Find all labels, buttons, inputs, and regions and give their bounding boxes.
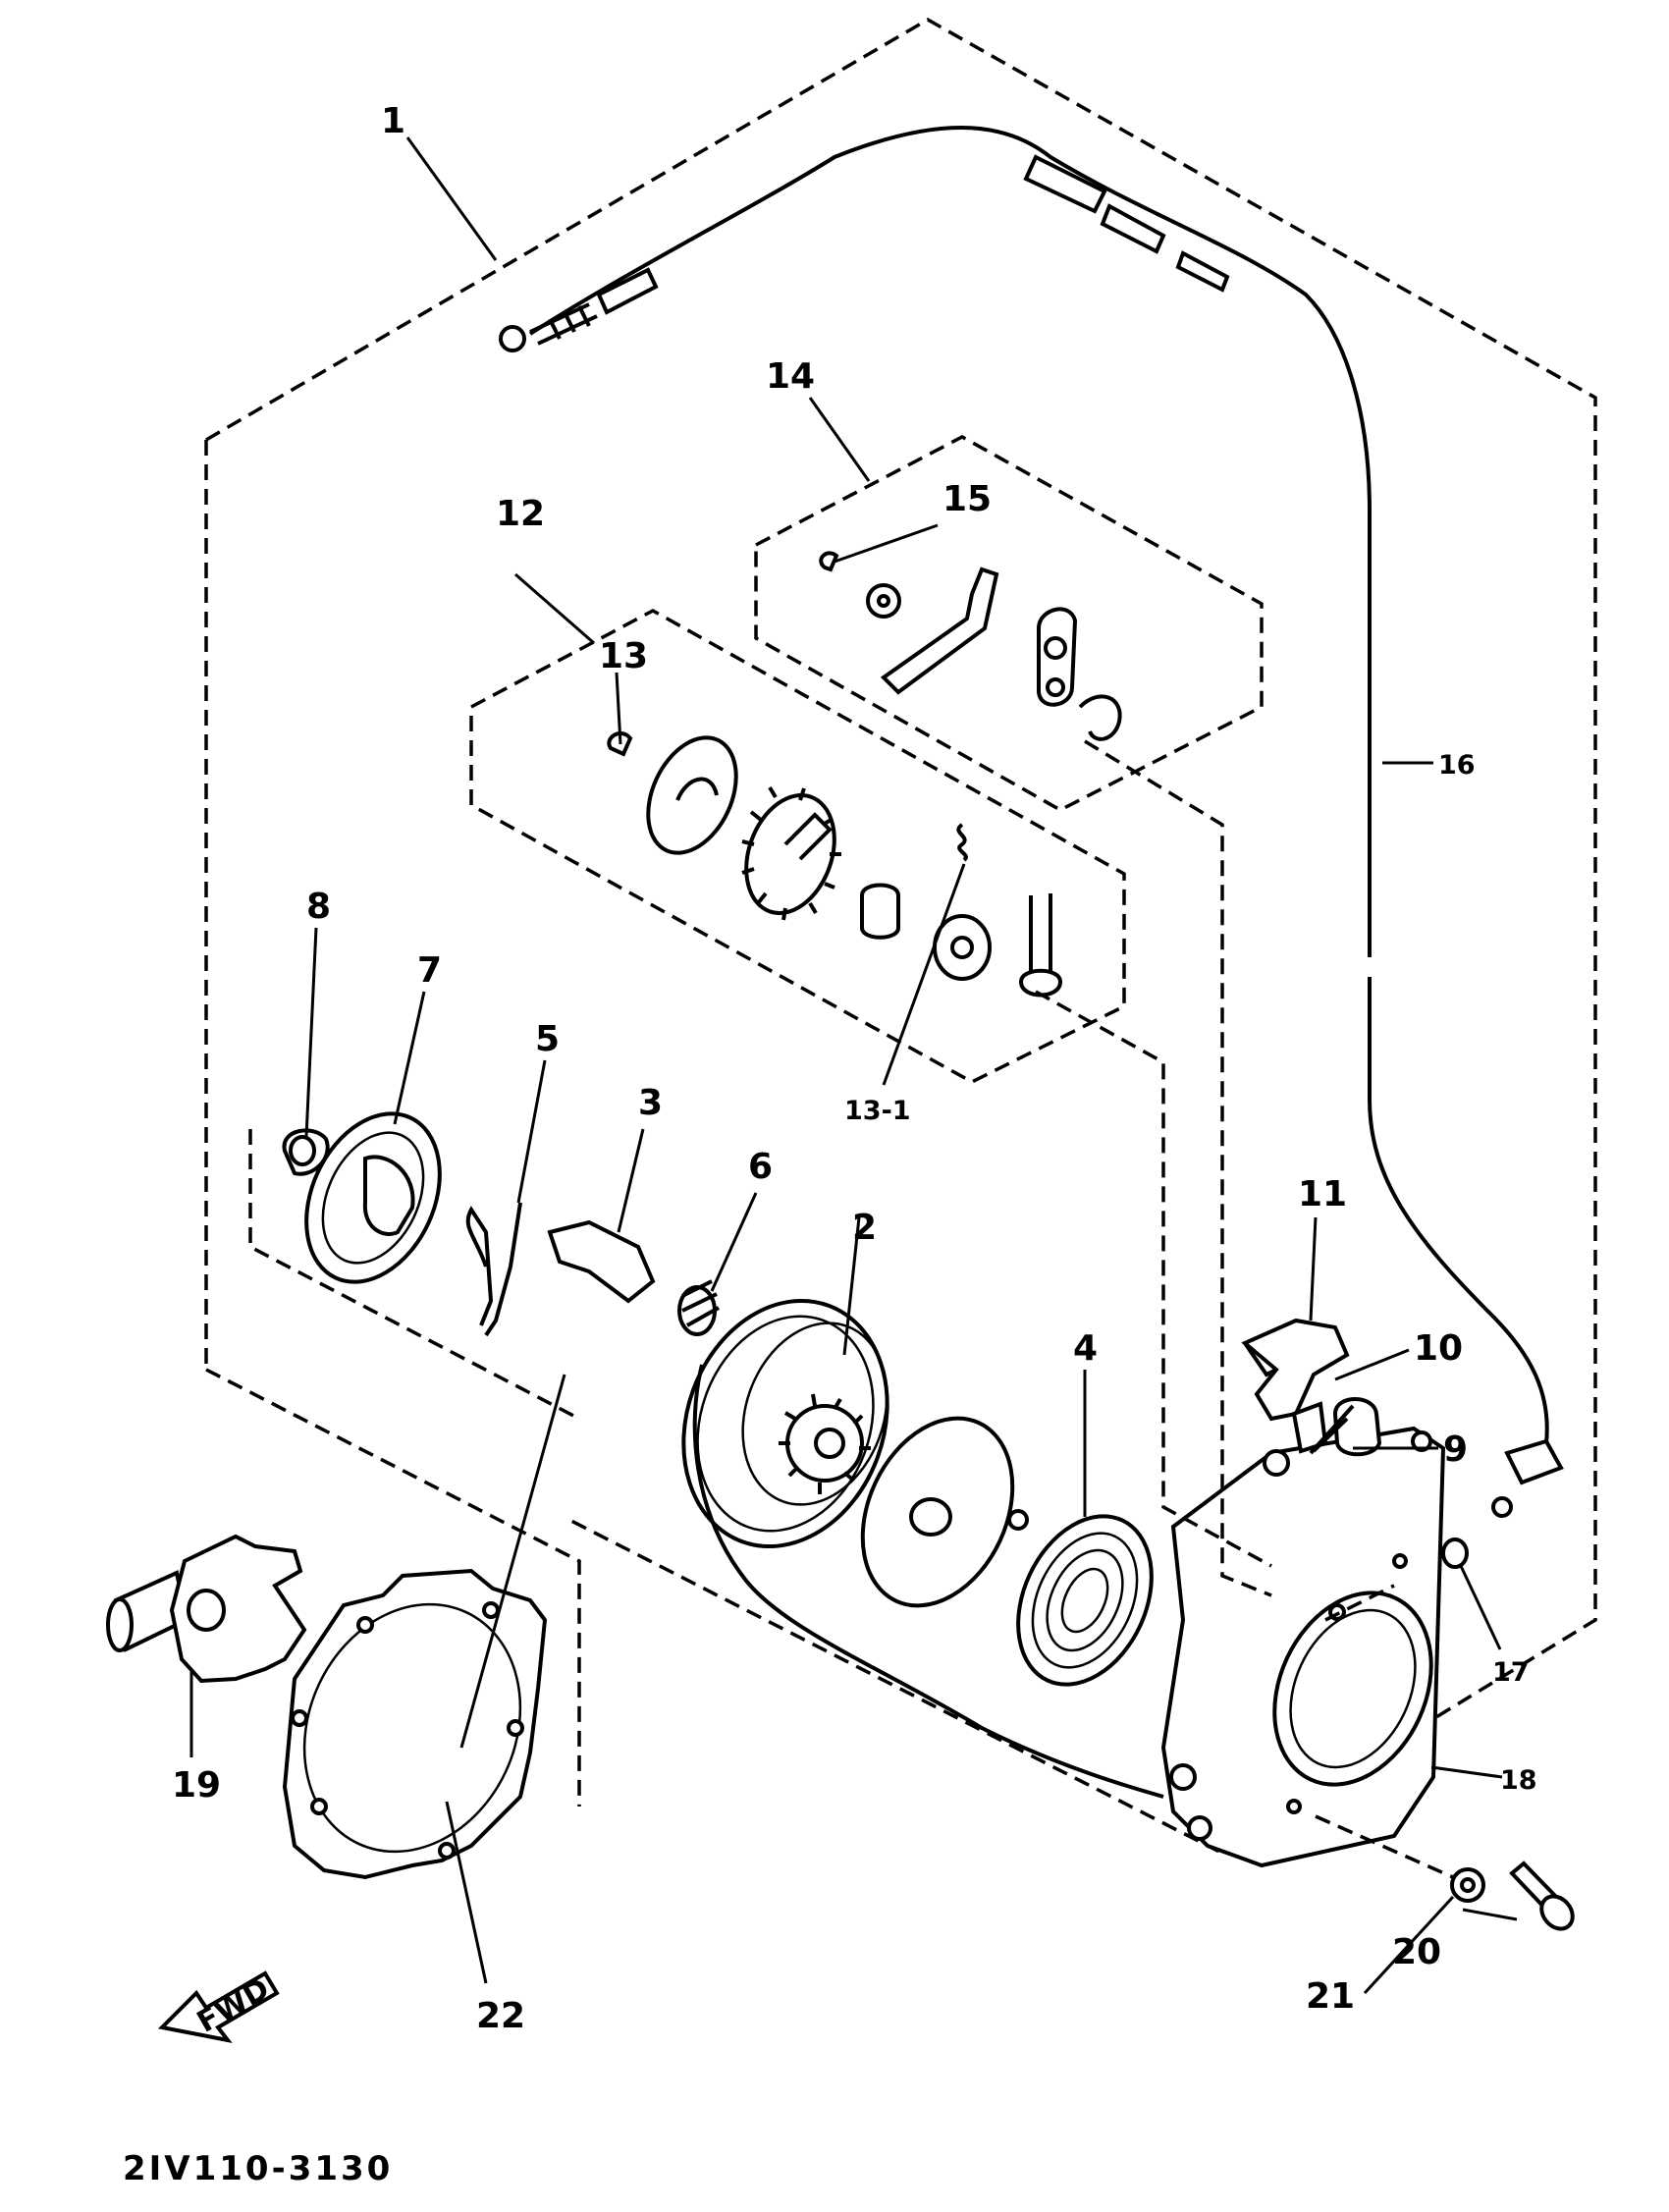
cable-end-icon <box>499 325 526 352</box>
callout-11: 11 <box>1298 1174 1347 1214</box>
spring-5 <box>465 1202 522 1337</box>
callout-21: 21 <box>1306 1976 1355 2017</box>
nut-21 <box>1450 1867 1485 1903</box>
callout-13-1: 13-1 <box>844 1096 911 1126</box>
gasket-22 <box>282 1568 548 1880</box>
callout-12: 12 <box>496 494 545 534</box>
callout-19: 19 <box>172 1765 221 1806</box>
spring-cover <box>860 1416 1015 1608</box>
callout-16: 16 <box>1438 750 1476 781</box>
callout-6: 6 <box>748 1147 773 1187</box>
callout-14: 14 <box>766 356 815 397</box>
fwd-arrow-label: FWD <box>191 1971 275 2040</box>
subassembly-boundary-12 <box>469 609 1126 1084</box>
callout-4: 4 <box>1073 1328 1098 1369</box>
subassembly-boundary-14 <box>754 435 1264 812</box>
callout-8: 8 <box>306 887 331 927</box>
callout-9: 9 <box>1443 1430 1468 1470</box>
callout-3: 3 <box>638 1083 663 1123</box>
callout-1: 1 <box>381 101 405 141</box>
forward-direction-arrow: FWD <box>157 1970 280 2043</box>
pawl-3 <box>547 1219 656 1304</box>
drive-plate-7 <box>304 1111 442 1284</box>
pulley-2 <box>681 1298 1164 1799</box>
callout-10: 10 <box>1414 1328 1463 1369</box>
callout-7: 7 <box>417 950 442 991</box>
callout-labels: 1 2 3 4 5 6 7 8 9 10 11 12 13 13-1 14 15… <box>172 101 1537 2036</box>
callout-22: 22 <box>476 1996 525 2036</box>
subassembly-boundary-7-8 <box>248 1129 580 1421</box>
recoil-spring-4 <box>1007 1509 1154 1687</box>
starter-cable <box>499 126 1564 1518</box>
assembly-boundary-1 <box>204 17 1597 1854</box>
alignment-lines <box>1035 739 1454 1879</box>
callout-2: 2 <box>852 1208 877 1248</box>
washer-17 <box>1441 1538 1469 1569</box>
callout-20: 20 <box>1392 1932 1441 1972</box>
spring-6 <box>677 1279 720 1336</box>
callout-18: 18 <box>1500 1765 1537 1796</box>
starter-handle-11 <box>1241 1318 1355 1455</box>
lever-parts-14 <box>819 551 1122 741</box>
diagram-reference-code: 2IV110-3130 <box>123 2149 393 2188</box>
drive-cup-19 <box>106 1534 307 1684</box>
callout-leader-lines <box>189 136 1518 1995</box>
bolt-20 <box>1509 1861 1575 1931</box>
callout-13: 13 <box>599 636 648 676</box>
callout-17: 17 <box>1492 1657 1530 1688</box>
callout-15: 15 <box>942 479 992 519</box>
nut-8 <box>282 1128 330 1176</box>
starter-housing-18 <box>1160 1397 1446 1868</box>
callout-5: 5 <box>535 1019 560 1059</box>
ratchet-parts-12 <box>607 731 1063 998</box>
